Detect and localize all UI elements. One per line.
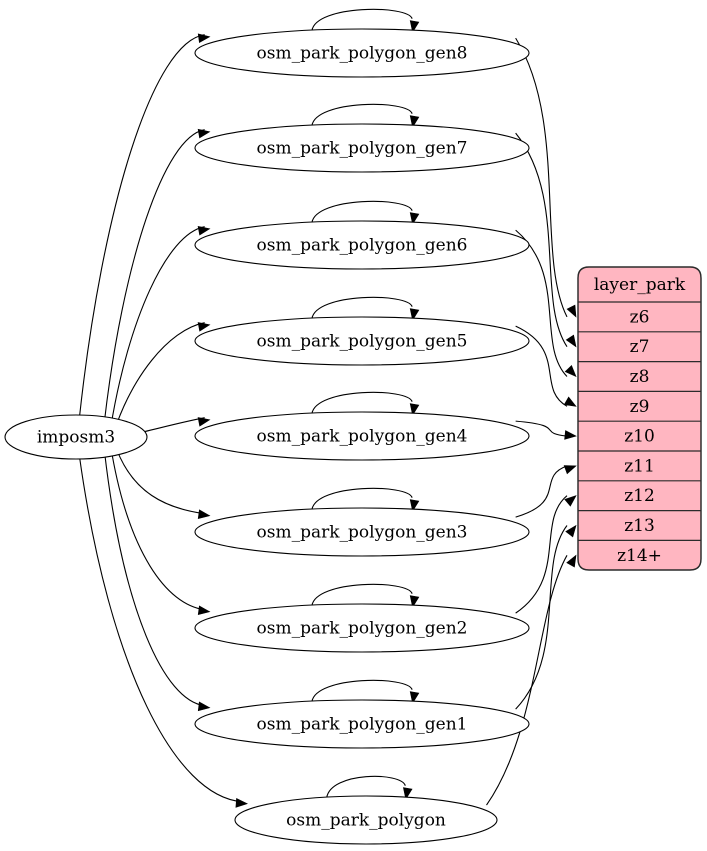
- node-shape-osm_park_polygon_gen7: [194, 123, 530, 173]
- node-label-osm_park_polygon_gen4: osm_park_polygon_gen4: [257, 427, 468, 447]
- node-label-osm_park_polygon_gen2: osm_park_polygon_gen2: [257, 619, 468, 639]
- arrow-osm_park_polygon_gen8-to-z6: [566, 304, 577, 318]
- layer-park-row-z13[interactable]: z13: [624, 516, 655, 536]
- node-shape-imposm3: [4, 414, 148, 460]
- edges-layer: [78, 8, 577, 808]
- arrow-osm_park_polygon_gen7-to-z7: [565, 334, 577, 348]
- self-loop-osm_park_polygon_gen6: [311, 200, 413, 223]
- edge-osm_park_polygon_gen5-to-z9: [515, 325, 568, 407]
- arrow-osm_park_polygon_gen2-to-z12: [564, 495, 577, 507]
- self-loop-osm_park_polygon: [326, 775, 406, 798]
- node-imposm3[interactable]: imposm3: [4, 414, 148, 460]
- node-shape-osm_park_polygon_gen1: [194, 699, 530, 749]
- layer-park-row-z8[interactable]: z8: [630, 367, 650, 387]
- self-loop-arrow-osm_park_polygon_gen5: [409, 308, 420, 321]
- arrow-imposm3-to-osm_park_polygon_gen5: [197, 322, 211, 332]
- node-osm_park_polygon_gen5[interactable]: osm_park_polygon_gen5: [194, 316, 530, 366]
- node-shape-osm_park_polygon_gen6: [194, 220, 530, 270]
- edge-osm_park_polygon_gen2-to-z12: [515, 495, 568, 614]
- edge-osm_park_polygon-to-z14+: [486, 555, 568, 806]
- edge-imposm3-to-osm_park_polygon_gen2: [110, 446, 205, 611]
- edge-osm_park_polygon_gen8-to-z6: [515, 37, 568, 318]
- node-osm_park_polygon_gen4[interactable]: osm_park_polygon_gen4: [194, 411, 530, 461]
- node-osm_park_polygon_gen8[interactable]: osm_park_polygon_gen8: [194, 28, 530, 78]
- arrow-imposm3-to-osm_park_polygon_gen1: [197, 701, 211, 712]
- node-shape-osm_park_polygon_gen4: [194, 411, 530, 461]
- edge-imposm3-to-osm_park_polygon_gen5: [113, 322, 205, 433]
- self-loop-arrow-osm_park_polygon_gen2: [409, 595, 420, 608]
- arrow-imposm3-to-osm_park_polygon_gen8: [197, 33, 211, 44]
- arrow-osm_park_polygon_gen6-to-z8: [564, 365, 577, 378]
- edge-imposm3-to-osm_park_polygon_gen8: [78, 34, 205, 418]
- layer-park-row-z6[interactable]: z6: [630, 307, 650, 327]
- edge-osm_park_polygon_gen1-to-z13: [515, 525, 568, 710]
- edge-imposm3-to-osm_park_polygon_gen6: [110, 226, 205, 428]
- node-osm_park_polygon_gen3[interactable]: osm_park_polygon_gen3: [194, 507, 530, 557]
- arrow-imposm3-to-osm_park_polygon_gen7: [197, 128, 211, 139]
- self-loop-osm_park_polygon_gen3: [311, 487, 413, 510]
- layer-park-row-z7[interactable]: z7: [630, 337, 650, 357]
- arrow-osm_park_polygon_gen5-to-z9: [563, 396, 577, 407]
- layer-park-row-z11[interactable]: z11: [624, 456, 655, 476]
- node-shape-osm_park_polygon: [234, 795, 498, 845]
- node-shape-osm_park_polygon_gen2: [194, 603, 530, 653]
- self-loop-arrow-osm_park_polygon_gen3: [409, 499, 420, 512]
- edge-imposm3-to-osm_park_polygon_gen1: [103, 451, 205, 707]
- arrow-imposm3-to-osm_park_polygon_gen4: [197, 417, 211, 427]
- layer-park-table: layer_park z6 z7 z8 z9 z10 z11 z12 z13 z14+: [577, 266, 702, 571]
- node-label-osm_park_polygon_gen5: osm_park_polygon_gen5: [257, 332, 468, 352]
- node-osm_park_polygon_gen6[interactable]: osm_park_polygon_gen6: [194, 220, 530, 270]
- layer-park-row-z12[interactable]: z12: [624, 486, 655, 506]
- node-osm_park_polygon_gen1[interactable]: osm_park_polygon_gen1: [194, 699, 530, 749]
- self-loop-osm_park_polygon_gen4: [311, 391, 413, 414]
- node-label-osm_park_polygon_gen1: osm_park_polygon_gen1: [257, 715, 468, 735]
- layer-park-row-z10[interactable]: z10: [624, 427, 655, 447]
- node-label-osm_park_polygon_gen3: osm_park_polygon_gen3: [257, 523, 468, 543]
- self-loop-arrow-osm_park_polygon_gen7: [409, 115, 420, 128]
- arrow-imposm3-to-osm_park_polygon_gen3: [197, 509, 211, 520]
- node-label-osm_park_polygon_gen8: osm_park_polygon_gen8: [257, 44, 468, 64]
- layer-park-table-header: layer_park: [594, 275, 686, 295]
- layer-park-row-z14+[interactable]: z14+: [617, 546, 662, 566]
- node-label-osm_park_polygon_gen6: osm_park_polygon_gen6: [257, 236, 468, 256]
- node-osm_park_polygon_gen7[interactable]: osm_park_polygon_gen7: [194, 123, 530, 173]
- edge-osm_park_polygon_gen3-to-z11: [515, 465, 568, 518]
- node-label-osm_park_polygon: osm_park_polygon: [286, 811, 446, 831]
- node-osm_park_polygon_gen2[interactable]: osm_park_polygon_gen2: [194, 603, 530, 653]
- node-shape-osm_park_polygon_gen3: [194, 507, 530, 557]
- edge-imposm3-to-osm_park_polygon_gen7: [103, 129, 205, 423]
- self-loop-arrow-osm_park_polygon_gen1: [409, 691, 420, 704]
- arrow-imposm3-to-osm_park_polygon_gen2: [197, 605, 211, 616]
- arrow-osm_park_polygon_gen4-to-z10: [564, 430, 577, 440]
- arrow-osm_park_polygon_gen3-to-z11: [563, 465, 577, 475]
- self-loop-osm_park_polygon_gen8: [311, 8, 413, 31]
- self-loop-arrow-osm_park_polygon: [402, 787, 413, 800]
- self-loop-osm_park_polygon_gen5: [311, 296, 413, 319]
- nodes-layer: imposm3 osm_park_polygon_gen8 osm_park_pol…: [4, 28, 530, 845]
- self-loop-osm_park_polygon_gen2: [311, 583, 413, 606]
- self-loop-osm_park_polygon_gen7: [311, 103, 413, 126]
- self-loop-arrow-osm_park_polygon_gen4: [409, 403, 420, 416]
- node-label-osm_park_polygon_gen7: osm_park_polygon_gen7: [257, 139, 468, 159]
- arrow-osm_park_polygon-to-z14+: [566, 554, 577, 568]
- node-shape-osm_park_polygon_gen5: [194, 316, 530, 366]
- self-loop-arrow-osm_park_polygon_gen8: [409, 20, 420, 33]
- node-osm_park_polygon[interactable]: osm_park_polygon: [234, 795, 498, 845]
- edge-imposm3-to-osm_park_polygon_gen3: [113, 441, 205, 515]
- self-loop-arrow-osm_park_polygon_gen6: [409, 212, 420, 225]
- layer-park-row-z9[interactable]: z9: [630, 397, 650, 417]
- arrow-imposm3-to-osm_park_polygon_gen6: [197, 225, 211, 236]
- edge-osm_park_polygon_gen7-to-z7: [515, 132, 568, 348]
- layer-park-table-border: [577, 266, 702, 571]
- edge-imposm3-to-osm_park_polygon: [78, 456, 243, 803]
- self-loop-osm_park_polygon_gen1: [311, 679, 413, 702]
- arrow-imposm3-to-osm_park_polygon: [235, 798, 248, 808]
- node-label-imposm3: imposm3: [37, 428, 115, 448]
- node-shape-osm_park_polygon_gen8: [194, 28, 530, 78]
- arrow-osm_park_polygon_gen1-to-z13: [565, 524, 577, 538]
- edge-osm_park_polygon_gen4-to-z10: [515, 420, 568, 437]
- edge-osm_park_polygon_gen6-to-z8: [515, 229, 568, 377]
